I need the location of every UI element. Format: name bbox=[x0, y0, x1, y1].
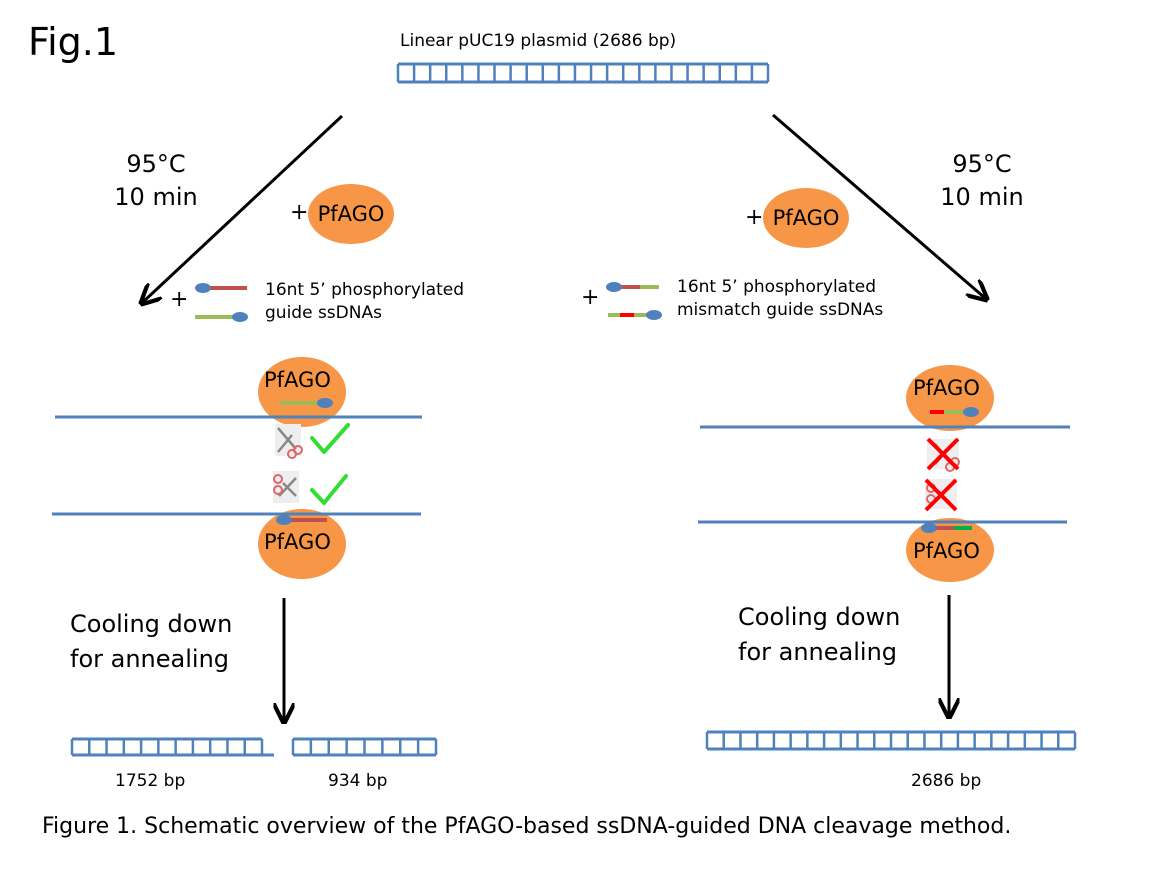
complex-top-left-label: PfAGO bbox=[264, 368, 331, 392]
left-guide-line2: guide ssDNAs bbox=[265, 303, 382, 323]
left-cooling-line2: for annealing bbox=[70, 645, 230, 673]
right-cooling-label: Cooling down for annealing bbox=[738, 600, 900, 670]
right-cooling-line2: for annealing bbox=[738, 638, 898, 666]
pfago-protein-blob-bottom-right bbox=[906, 518, 994, 582]
plus-sign: + bbox=[581, 285, 600, 310]
scissors-icon bbox=[275, 424, 303, 459]
right-branch-arrow bbox=[772, 113, 985, 298]
right-condition-temp: 95°C bbox=[952, 150, 1012, 178]
cross-icon bbox=[924, 478, 958, 512]
figure-label: Fig.1 bbox=[28, 20, 119, 64]
right-guide-label: 16nt 5’ phosphorylated mismatch guide ss… bbox=[677, 276, 883, 322]
right-guide-line2: mismatch guide ssDNAs bbox=[677, 300, 884, 320]
scissors-icon bbox=[273, 471, 299, 503]
plasmid-dna-ladder bbox=[396, 62, 770, 84]
plus-sign: + bbox=[170, 287, 189, 312]
bound-guide-top-left bbox=[280, 398, 333, 408]
product-ladder-2686 bbox=[705, 730, 1077, 751]
left-branch-arrow bbox=[143, 114, 344, 302]
figure-caption: Figure 1. Schematic overview of the PfAG… bbox=[42, 814, 1012, 839]
complex-bottom-left-label: PfAGO bbox=[264, 530, 331, 554]
plus-sign: + bbox=[290, 200, 309, 225]
guide-ssdna-icon-2 bbox=[195, 312, 248, 322]
plasmid-title: Linear pUC19 plasmid (2686 bp) bbox=[400, 31, 677, 51]
left-guide-label: 16nt 5’ phosphorylated guide ssDNAs bbox=[265, 279, 464, 325]
bound-mismatch-guide-top-right bbox=[930, 407, 979, 417]
pfago-protein-left: PfAGO bbox=[308, 184, 394, 244]
bound-guide-bottom-left bbox=[276, 515, 327, 525]
mismatch-guide-icon-1 bbox=[606, 282, 659, 292]
plus-sign: + bbox=[745, 205, 764, 230]
cross-icon bbox=[926, 437, 960, 471]
left-condition-time: 10 min bbox=[114, 183, 198, 211]
fragment-ladder-1752 bbox=[70, 737, 274, 757]
guide-ssdna-icon-1 bbox=[195, 283, 247, 293]
pfago-protein-blob-top-left bbox=[258, 357, 346, 427]
mismatch-guide-icon-2 bbox=[608, 310, 662, 320]
left-condition: 95°C 10 min bbox=[100, 148, 212, 214]
left-condition-temp: 95°C bbox=[126, 150, 186, 178]
fragment-size-1752: 1752 bp bbox=[115, 771, 186, 791]
left-cooling-line1: Cooling down bbox=[70, 610, 233, 638]
right-condition: 95°C 10 min bbox=[926, 148, 1038, 214]
bound-mismatch-guide-bottom-right bbox=[921, 523, 972, 533]
left-cooling-label: Cooling down for annealing bbox=[70, 607, 232, 677]
complex-bottom-right-label: PfAGO bbox=[913, 539, 980, 563]
left-guide-line1: 16nt 5’ phosphorylated bbox=[265, 280, 464, 300]
right-guide-line1: 16nt 5’ phosphorylated bbox=[677, 277, 876, 297]
pfago-protein-right: PfAGO bbox=[763, 188, 849, 248]
product-size-2686: 2686 bp bbox=[911, 771, 982, 791]
right-condition-time: 10 min bbox=[940, 183, 1024, 211]
right-cooling-line1: Cooling down bbox=[738, 603, 901, 631]
fragment-size-934: 934 bp bbox=[328, 771, 388, 791]
pfago-protein-blob-bottom-left bbox=[258, 509, 346, 579]
check-icon bbox=[310, 474, 348, 505]
check-icon bbox=[310, 423, 350, 454]
fragment-ladder-934 bbox=[291, 737, 438, 757]
complex-top-right-label: PfAGO bbox=[913, 376, 980, 400]
